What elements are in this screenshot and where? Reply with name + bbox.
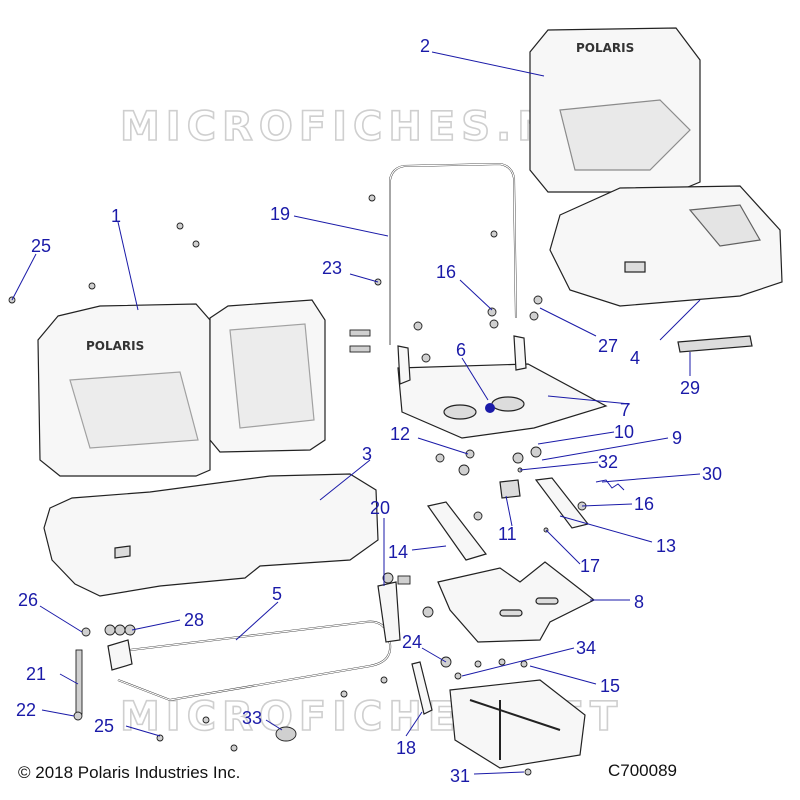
- callout-1: 1: [111, 206, 121, 226]
- callout-14: 14: [388, 542, 408, 562]
- bracket-29: [677, 335, 753, 353]
- callout-18: 18: [396, 738, 416, 758]
- hinge-20: [377, 581, 401, 643]
- callout-11: 11: [498, 524, 517, 544]
- callout-8: 8: [634, 592, 644, 612]
- hardware: [8, 194, 587, 776]
- callout-7: 7: [620, 400, 630, 420]
- callout-16-bottom: 16: [634, 494, 654, 514]
- callout-22: 22: [16, 700, 36, 720]
- callout-26: 26: [18, 590, 38, 610]
- callout-3: 3: [362, 444, 372, 464]
- lower-frame-5: [107, 620, 392, 702]
- mount-plate-7: [397, 335, 608, 439]
- callout-labels: 2 1 25 19 23 16 27 6 7 4 29 10 9 12 32 3…: [16, 36, 722, 786]
- callout-10: 10: [614, 422, 634, 442]
- slide-rail-14: [426, 501, 488, 561]
- gas-strut-21: [75, 649, 83, 715]
- seat-back-right-logo: POLARIS: [576, 41, 634, 55]
- callout-23: 23: [322, 258, 342, 278]
- callout-24: 24: [402, 632, 422, 652]
- callout-21: 21: [26, 664, 46, 684]
- callout-16-top: 16: [436, 262, 456, 282]
- callout-5: 5: [272, 584, 282, 604]
- copyright-text: © 2018 Polaris Industries Inc.: [18, 763, 240, 782]
- callout-19: 19: [270, 204, 290, 224]
- callout-27: 27: [598, 336, 618, 356]
- bracket-18: [411, 661, 433, 715]
- base-plate-8: [437, 561, 596, 643]
- callout-29: 29: [680, 378, 700, 398]
- block-11: [499, 479, 521, 499]
- callout-30: 30: [702, 464, 722, 484]
- callout-25-top: 25: [31, 236, 51, 256]
- seat-back-left-logo: POLARIS: [86, 339, 144, 353]
- seat-frame-19: [389, 162, 517, 345]
- spring-30: [595, 479, 625, 491]
- seat-back-left: POLARIS: [37, 299, 326, 477]
- bench-seat-bottom: [43, 473, 379, 597]
- seat-back-right: POLARIS: [529, 27, 701, 193]
- callout-9: 9: [672, 428, 682, 448]
- callout-25-bottom: 25: [94, 716, 114, 736]
- callout-34: 34: [576, 638, 596, 658]
- callout-6: 6: [456, 340, 466, 360]
- callout-33: 33: [242, 708, 262, 728]
- seat-bottom-right: [549, 185, 783, 307]
- callout-17: 17: [580, 556, 600, 576]
- callout-20: 20: [370, 498, 390, 518]
- slider-mechanism: [449, 679, 586, 769]
- callout-13: 13: [656, 536, 676, 556]
- callout-2: 2: [420, 36, 430, 56]
- leader-lines: [11, 51, 701, 775]
- callout-4: 4: [630, 348, 640, 368]
- marker-dot-6: [485, 403, 495, 413]
- callout-31: 31: [450, 766, 470, 786]
- callout-15: 15: [600, 676, 620, 696]
- callout-12: 12: [390, 424, 410, 444]
- diagram-id: C700089: [608, 761, 677, 780]
- callout-28: 28: [184, 610, 204, 630]
- callout-32: 32: [598, 452, 618, 472]
